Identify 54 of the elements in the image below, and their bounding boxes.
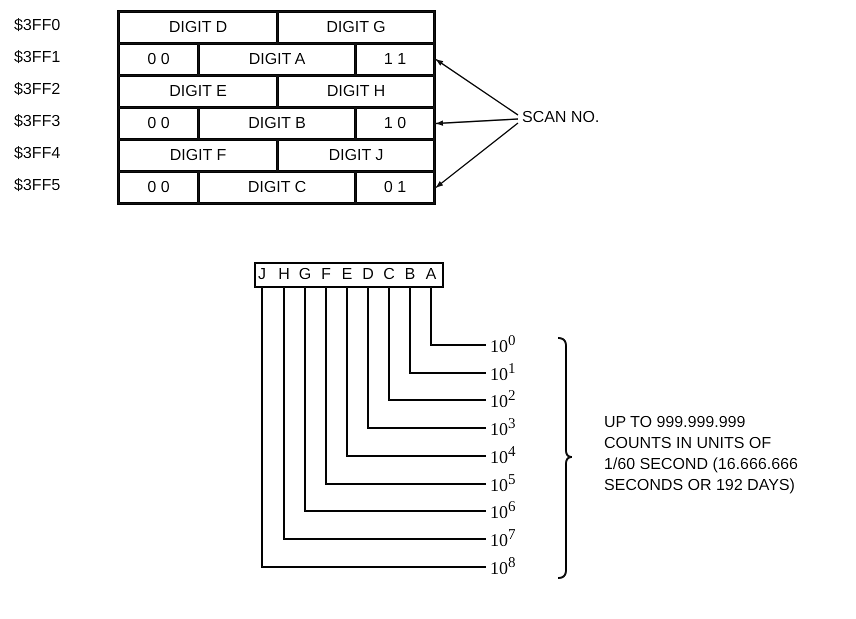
address-label: $3FF3 <box>14 113 60 131</box>
register-field: 0 0 <box>120 109 197 138</box>
address-label: $3FF4 <box>14 145 60 163</box>
digit-letter: H <box>275 264 293 286</box>
scan-number-label: SCAN NO. <box>522 106 614 130</box>
leader-line <box>409 286 486 374</box>
register-field: 1 1 <box>357 45 433 74</box>
digit-letter: J <box>253 264 271 286</box>
digit-letter: A <box>422 264 440 286</box>
address-label: $3FF1 <box>14 49 60 67</box>
leader-line <box>346 286 486 457</box>
leader-line <box>367 286 486 429</box>
counter-digit-box <box>254 262 444 288</box>
digit-letter: G <box>296 264 314 286</box>
leader-line <box>261 286 486 568</box>
register-field: DIGIT E <box>120 77 276 106</box>
pointer-arrow <box>436 122 518 188</box>
leader-line <box>325 286 486 485</box>
power-of-ten-label: 10$^{0}$ <box>490 333 534 357</box>
digit-letter: E <box>338 264 356 286</box>
power-of-ten-label: 10$^{6}$ <box>490 499 534 523</box>
register-field: 0 1 <box>357 173 433 202</box>
register-field: DIGIT C <box>200 173 354 202</box>
register-field: 0 0 <box>120 45 197 74</box>
register-field: DIGIT B <box>200 109 354 138</box>
leader-line <box>304 286 486 512</box>
power-of-ten-label: 10$^{1}$ <box>490 361 534 385</box>
pointer-arrow <box>436 58 518 116</box>
power-of-ten-label: 10$^{7}$ <box>490 527 534 551</box>
register-field: DIGIT F <box>120 141 276 170</box>
power-of-ten-label: 10$^{5}$ <box>490 472 534 496</box>
address-label: $3FF5 <box>14 177 60 195</box>
digit-letter: C <box>380 264 398 286</box>
leader-line <box>430 286 486 346</box>
power-of-ten-label: 10$^{8}$ <box>490 555 534 579</box>
power-of-ten-label: 10$^{4}$ <box>490 444 534 468</box>
note-text: UP TO 999.999.999 COUNTS IN UNITS OF 1/60 SECOND (16.666.666 SECONDS OR 192 DAYS) <box>604 413 799 496</box>
power-of-ten-label: 10$^{3}$ <box>490 416 534 440</box>
pointer-arrow <box>436 118 518 126</box>
digit-letter: F <box>317 264 335 286</box>
register-field: DIGIT H <box>279 77 433 106</box>
register-field: 0 0 <box>120 173 197 202</box>
digit-letter: B <box>401 264 419 286</box>
leader-line <box>283 286 486 540</box>
register-field: DIGIT D <box>120 13 276 42</box>
power-of-ten-label: 10$^{2}$ <box>490 388 534 412</box>
address-label: $3FF2 <box>14 81 60 99</box>
digit-letter: D <box>359 264 377 286</box>
register-field: DIGIT J <box>279 141 433 170</box>
address-label: $3FF0 <box>14 17 60 35</box>
leader-line <box>388 286 486 401</box>
register-field: DIGIT A <box>200 45 354 74</box>
register-field: DIGIT G <box>279 13 433 42</box>
register-field: 1 0 <box>357 109 433 138</box>
